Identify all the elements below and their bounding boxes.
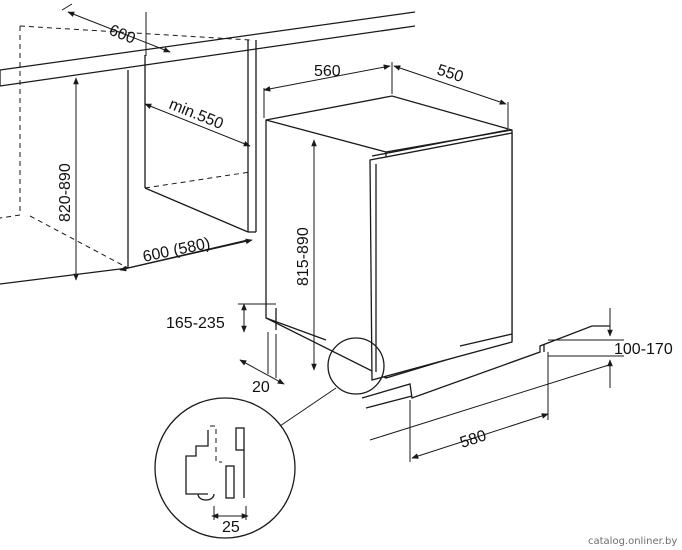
dim-plinth-recess: 20 (239, 332, 285, 396)
detail-marker (279, 337, 385, 427)
label-plinth-height: 165-235 (166, 315, 225, 332)
watermark: catalog.onliner.by (588, 536, 677, 547)
label-niche-width: 600 (580) (141, 235, 212, 266)
dim-plinth-height: 165-235 (166, 303, 276, 333)
label-detail-offset: 25 (222, 519, 240, 536)
label-plinth-recess: 20 (252, 379, 270, 396)
label-min-depth: min.550 (167, 96, 226, 133)
dim-toe-kick: 100-170 (548, 308, 673, 388)
worktop (0, 11, 416, 87)
label-appliance-depth: 550 (435, 62, 466, 86)
dim-niche-height: 820-890 (57, 77, 79, 281)
label-appliance-width: 560 (314, 63, 341, 80)
label-niche-height: 820-890 (57, 163, 74, 222)
appliance-body (265, 95, 513, 381)
label-cabinet-depth: 600 (107, 22, 138, 48)
dim-appliance-width: 560 (263, 62, 393, 118)
detail-callout (154, 397, 296, 539)
label-toe-kick: 100-170 (614, 341, 673, 358)
dim-appliance-height: 815-890 (295, 139, 317, 371)
dim-min-depth: min.550 (144, 96, 251, 147)
label-appliance-height: 815-890 (295, 227, 312, 286)
plinth-board (361, 325, 610, 409)
label-base-width: 580 (458, 427, 489, 451)
dim-appliance-depth: 550 (393, 62, 509, 128)
